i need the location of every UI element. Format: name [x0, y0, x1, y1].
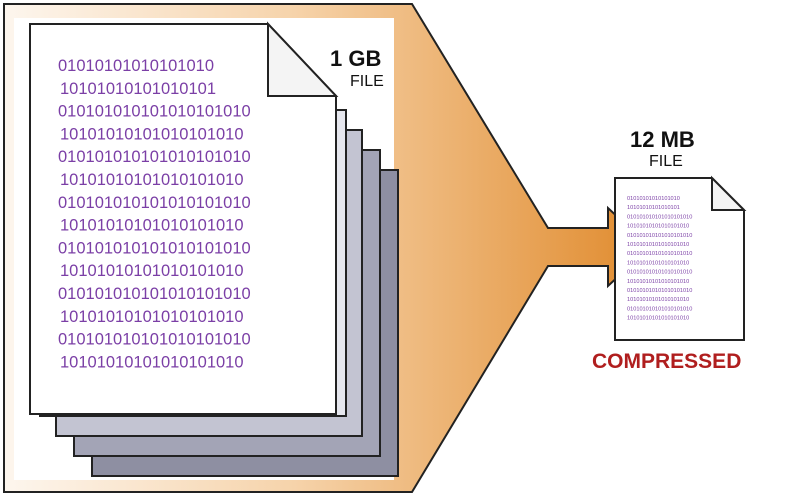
- compressed-binary-line: 010101010101010101010: [627, 270, 692, 276]
- original-binary-line: 10101010101010101010: [60, 171, 244, 189]
- original-binary-line: 010101010101010101010: [58, 239, 251, 257]
- original-file-unit: FILE: [350, 73, 384, 90]
- original-binary-line: 10101010101010101010: [60, 262, 244, 280]
- compressed-status-label: COMPRESSED: [592, 350, 741, 373]
- original-binary-line: 10101010101010101010: [60, 217, 244, 235]
- original-file-page: [29, 23, 337, 415]
- compressed-binary-line: 10101010101010101010: [627, 224, 689, 230]
- original-binary-line: 10101010101010101010: [60, 353, 244, 371]
- compressed-binary-line: 10101010101010101010: [627, 260, 689, 266]
- compressed-binary-line: 010101010101010101010: [627, 288, 692, 294]
- compressed-binary-line: 10101010101010101010: [627, 297, 689, 303]
- original-binary-line: 01010101010101010: [58, 57, 214, 75]
- original-file-binary: 0101010101010101010101010101010101010101…: [58, 57, 251, 371]
- original-binary-line: 10101010101010101010: [60, 308, 244, 326]
- original-binary-line: 10101010101010101010: [60, 125, 244, 143]
- original-file-size: 1 GB: [330, 46, 381, 71]
- original-binary-line: 010101010101010101010: [58, 331, 251, 349]
- original-binary-line: 010101010101010101010: [58, 148, 251, 166]
- compressed-file-page: [614, 177, 745, 341]
- compressed-binary-line: 10101010101010101010: [627, 279, 689, 285]
- compressed-binary-line: 010101010101010101010: [627, 251, 692, 257]
- compressed-binary-line: 010101010101010101010: [627, 306, 692, 312]
- original-file-fold-shade: [267, 21, 339, 97]
- original-binary-line: 010101010101010101010: [58, 103, 251, 121]
- compressed-binary-line: 010101010101010101010: [627, 233, 692, 239]
- compressed-file-size: 12 MB: [630, 127, 695, 152]
- compressed-file-fold: [711, 175, 747, 211]
- original-binary-line: 010101010101010101010: [58, 285, 251, 303]
- compressed-binary-line: 10101010101010101010: [627, 242, 689, 248]
- compressed-binary-line: 01010101010101010: [627, 196, 680, 202]
- original-binary-line: 010101010101010101010: [58, 194, 251, 212]
- original-binary-line: 10101010101010101: [60, 80, 216, 98]
- compressed-binary-line: 010101010101010101010: [627, 214, 692, 220]
- compressed-binary-line: 10101010101010101010: [627, 316, 689, 322]
- compressed-file-binary: 0101010101010101010101010101010101010101…: [627, 196, 692, 322]
- compressed-binary-line: 10101010101010101: [627, 205, 680, 211]
- compressed-file-unit: FILE: [649, 153, 683, 170]
